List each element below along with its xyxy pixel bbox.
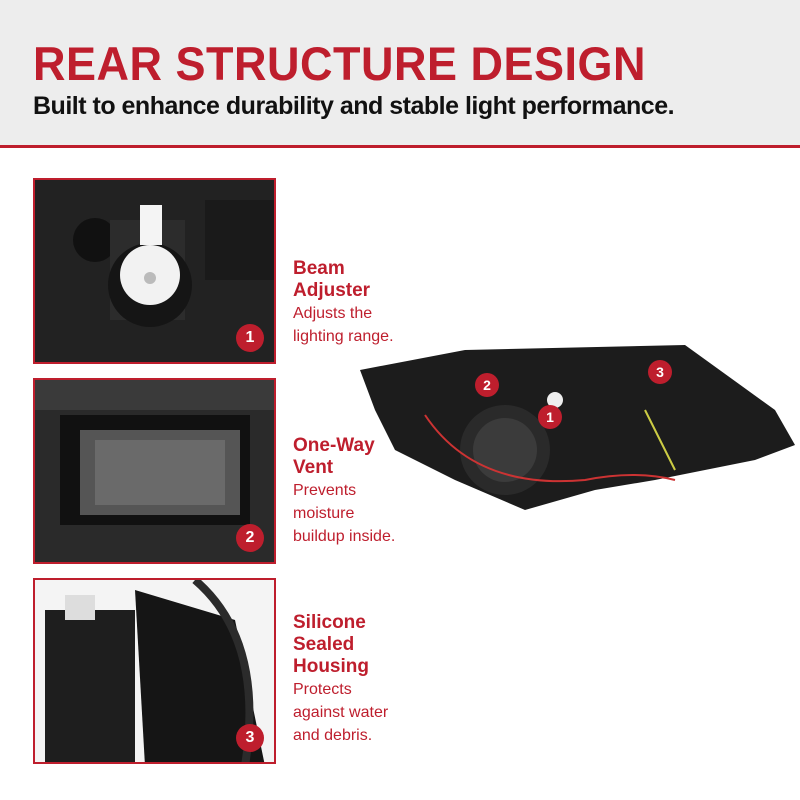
feature-description: lighting range. [293, 328, 394, 345]
page-subtitle: Built to enhance durability and stable l… [33, 92, 675, 120]
number-badge: 3 [236, 724, 264, 752]
number-badge: 2 [236, 524, 264, 552]
feature-title: Adjuster [293, 280, 371, 301]
callout-badge-3: 3 [648, 360, 672, 384]
feature-description: moisture [293, 505, 355, 522]
feature-description: Adjusts the [293, 305, 373, 322]
headlamp-image [360, 345, 795, 510]
feature-description: buildup inside. [293, 528, 396, 545]
feature-title: Sealed [293, 634, 355, 655]
feature-title: Silicone [293, 612, 366, 633]
feature-description: against water [293, 704, 389, 721]
one-way-vent-photo: 2 [33, 378, 276, 564]
beam-adjuster-photo: 1 [33, 178, 276, 364]
beam-adjuster-image [35, 180, 274, 362]
divider [0, 145, 800, 148]
sealed-housing-photo: 3 [33, 578, 276, 764]
headlamp-rear-view: 2 1 3 [355, 330, 800, 540]
feature-title: One-Way [293, 435, 375, 456]
feature-title: Housing [293, 656, 369, 677]
feature-description: Protects [293, 681, 352, 698]
feature-description: and debris. [293, 727, 373, 744]
housing-image [35, 580, 274, 762]
callout-badge-2: 2 [475, 373, 499, 397]
number-badge: 1 [236, 324, 264, 352]
feature-description: Prevents [293, 482, 357, 499]
page-title: REAR STRUCTURE DESIGN [33, 36, 647, 91]
feature-title: Vent [293, 457, 334, 478]
vent-image [35, 380, 274, 562]
feature-title: Beam [293, 258, 345, 279]
callout-badge-1: 1 [538, 405, 562, 429]
header: REAR STRUCTURE DESIGN Built to enhance d… [0, 0, 800, 145]
